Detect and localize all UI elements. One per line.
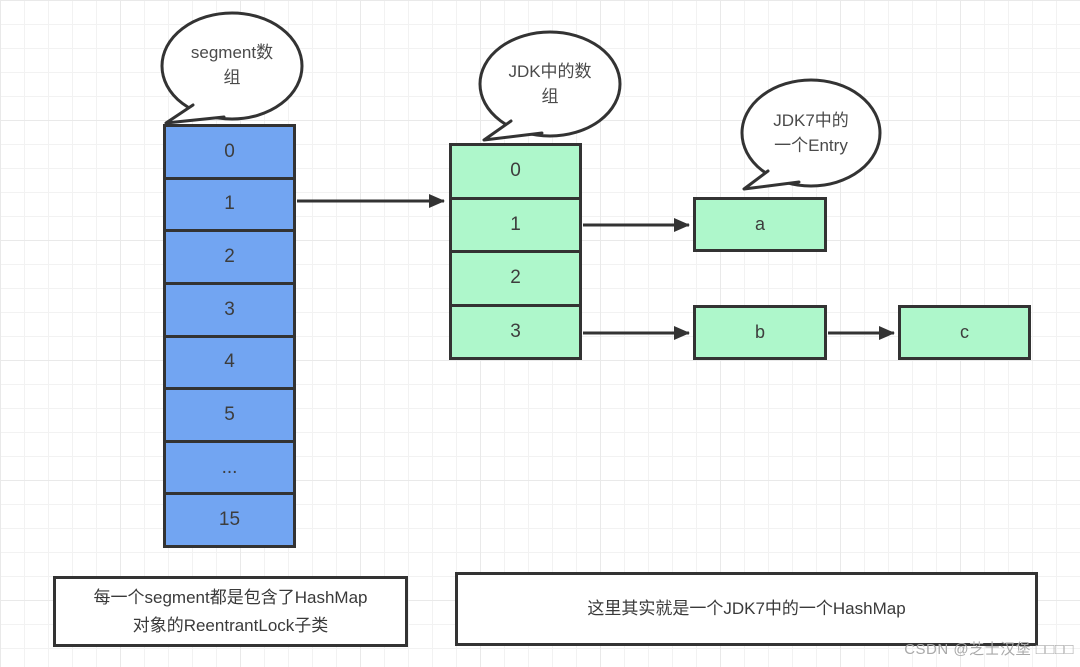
segment-cell-3: 3 — [166, 284, 293, 338]
jdk-cell-3: 3 — [452, 306, 579, 357]
segment-cell-2: 2 — [166, 232, 293, 285]
jdk-cell-0: 0 — [452, 146, 579, 200]
segment-cell-ellipsis: ... — [166, 442, 293, 496]
segment-cell-1: 1 — [166, 179, 293, 233]
segment-cell-5: 5 — [166, 390, 293, 443]
csdn-watermark: CSDN @芝士汉堡 □□□□ — [904, 641, 1074, 658]
note-hashmap-description: 这里其实就是一个JDK7中的一个HashMap — [455, 572, 1038, 646]
jdk-cell-1: 1 — [452, 199, 579, 253]
segment-array: 0 1 2 3 4 5 ... 15 — [163, 124, 296, 548]
entry-node-c: c — [898, 305, 1031, 360]
entry-node-b: b — [693, 305, 827, 360]
speech-bubble-segment-array-label: segment数 组 — [190, 43, 274, 87]
speech-bubble-jdk-array-label: JDK中的数 组 — [508, 62, 592, 106]
segment-cell-15: 15 — [166, 495, 293, 545]
segment-cell-0: 0 — [166, 127, 293, 180]
segment-cell-4: 4 — [166, 337, 293, 391]
jdk-array: 0 1 2 3 — [449, 143, 582, 360]
jdk-cell-2: 2 — [452, 253, 579, 307]
note-segment-description: 每一个segment都是包含了HashMap 对象的ReentrantLock子… — [53, 576, 408, 647]
entry-node-a: a — [693, 197, 827, 252]
speech-bubble-entry-label: JDK7中的 一个Entry — [773, 111, 849, 155]
